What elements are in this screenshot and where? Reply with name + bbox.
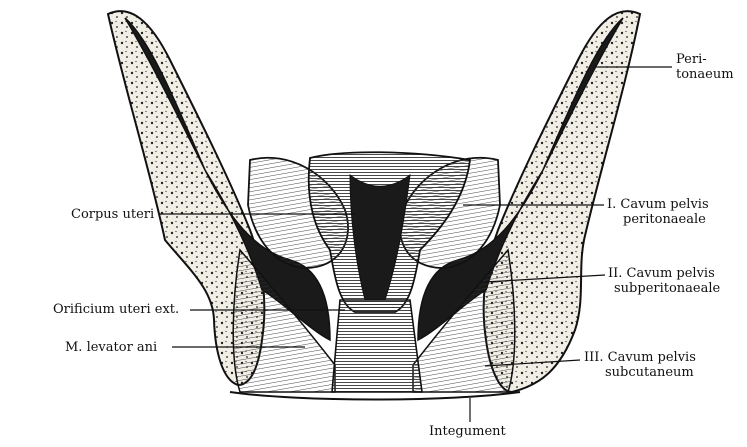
label-peritonaeum: Peri- tonaeum: [676, 52, 746, 82]
label-cavum-2-line1: II. Cavum pelvis: [608, 266, 715, 281]
integument-line: [230, 392, 520, 400]
label-cavum-3-line1: III. Cavum pelvis: [584, 350, 696, 365]
label-orificium: Orificium uteri ext.: [53, 302, 179, 317]
vaginal-canal: [332, 300, 422, 392]
label-cavum-3-line2: subcutaneum: [605, 365, 694, 380]
label-integument: Integument: [429, 424, 506, 439]
label-cavum-2-line2: subperitonaeale: [614, 281, 720, 296]
label-levator: M. levator ani: [65, 340, 157, 355]
label-corpus-uteri: Corpus uteri: [71, 207, 154, 222]
label-cavum-1-line2: peritonaeale: [623, 212, 706, 227]
label-cavum-1-line1: I. Cavum pelvis: [607, 197, 709, 212]
